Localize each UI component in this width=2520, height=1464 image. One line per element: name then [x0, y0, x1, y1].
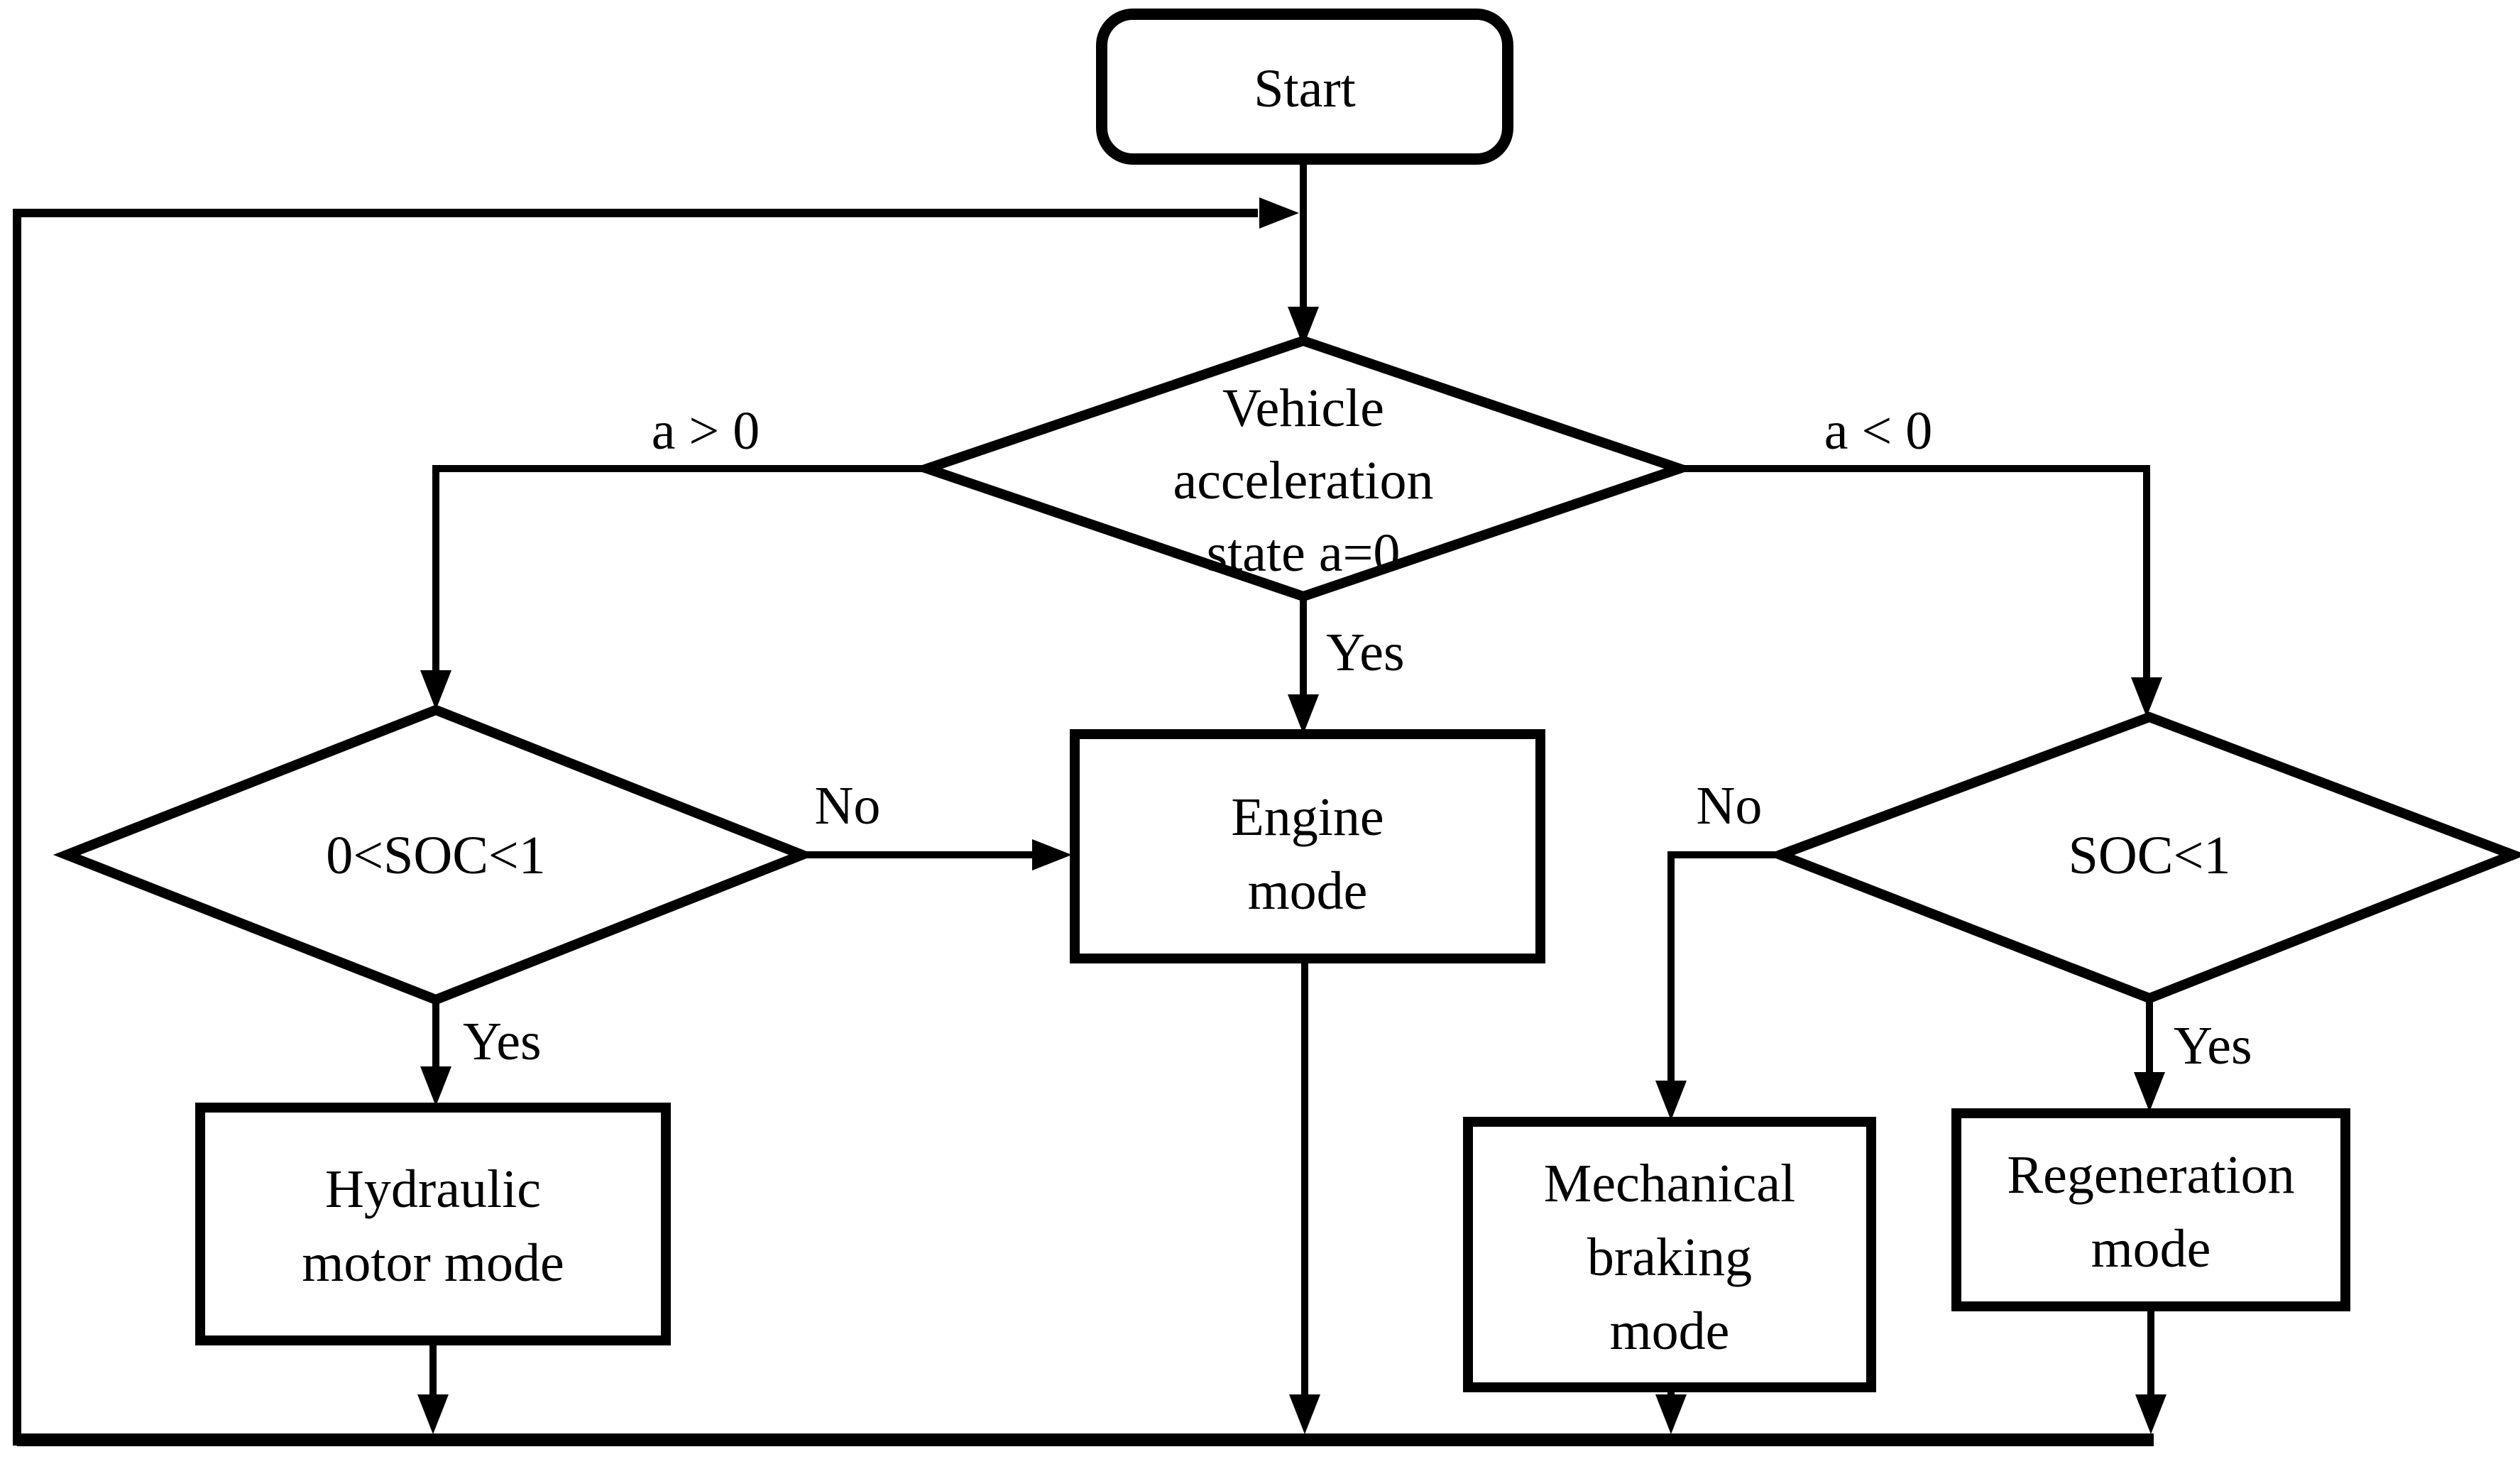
connector-a-negative-branch — [1680, 465, 2150, 706]
start-terminator-shape — [1096, 9, 1513, 165]
soc-range-yes-arrowhead-icon — [420, 1066, 451, 1106]
a-negative-arrowhead-icon — [2131, 677, 2162, 717]
soc-range-no-arrowhead-icon — [1032, 839, 1072, 870]
edge-label-a-negative: a < 0 — [1824, 401, 1933, 461]
node-start: Start — [1096, 9, 1513, 165]
acceleration-decision-line-2: acceleration — [1173, 451, 1433, 510]
mechanical-braking-mode-line-2: braking — [1587, 1228, 1752, 1287]
start-arrowhead-icon — [1288, 307, 1319, 346]
edge-label-acceleration-yes: Yes — [1326, 623, 1405, 682]
hydraulic-arrowhead-icon — [417, 1394, 449, 1434]
mechanical-arrowhead-icon — [1655, 1394, 1687, 1434]
connector-soc-limit-no — [1667, 851, 1780, 1109]
regeneration-arrowhead-icon — [2135, 1394, 2166, 1434]
mechanical-braking-mode-box-shape — [1463, 1117, 1876, 1392]
engine-mode-box-shape — [1070, 729, 1545, 963]
soc-limit-decision-label: SOC<1 — [2069, 826, 2231, 885]
acceleration-decision-line-1: Vehicle — [1222, 378, 1384, 438]
hydraulic-motor-mode-line-2: motor mode — [302, 1233, 564, 1293]
a-positive-arrowhead-icon — [420, 670, 451, 710]
soc-limit-no-arrowhead-icon — [1655, 1081, 1687, 1120]
engine-mode-line-2: mode — [1248, 861, 1368, 921]
node-engine-mode: Engine mode — [1070, 729, 1545, 963]
edge-label-soc-range-no: No — [815, 776, 881, 836]
node-regeneration-mode: Regeneration mode — [1951, 1108, 2350, 1311]
feedback-arrowhead-icon — [1259, 197, 1299, 229]
node-mechanical-braking-mode: Mechanical braking mode — [1463, 1117, 1876, 1392]
mechanical-braking-mode-line-1: Mechanical — [1544, 1154, 1795, 1213]
edge-label-soc-range-yes: Yes — [463, 1012, 542, 1071]
soc-range-decision-label: 0<SOC<1 — [326, 826, 546, 885]
hydraulic-motor-mode-box-shape — [195, 1103, 671, 1345]
edge-label-soc-limit-no: No — [1697, 776, 1763, 836]
node-soc-range-decision: 0<SOC<1 — [53, 704, 816, 1005]
soc-limit-decision-diamond-shape — [1766, 711, 2520, 1004]
connector-a-positive-branch — [432, 465, 933, 699]
regeneration-mode-line-1: Regeneration — [2007, 1145, 2294, 1205]
node-soc-limit-decision: SOC<1 — [1766, 711, 2520, 1004]
edge-label-a-positive: a > 0 — [652, 401, 760, 461]
mechanical-braking-mode-line-3: mode — [1610, 1301, 1730, 1361]
connector-feedback-return-line — [13, 209, 1258, 1446]
soc-range-decision-diamond-shape — [53, 704, 816, 1005]
acceleration-decision-line-3: state a=0 — [1207, 523, 1401, 583]
regeneration-mode-box-shape — [1951, 1108, 2350, 1311]
start-label: Start — [1254, 59, 1356, 119]
engine-mode-line-1: Engine — [1231, 787, 1384, 847]
edge-label-soc-limit-yes: Yes — [2174, 1016, 2252, 1076]
node-acceleration-decision: Vehicle acceleration state a=0 — [911, 335, 1695, 602]
connectors — [13, 159, 2166, 1446]
hydraulic-motor-mode-line-1: Hydraulic — [325, 1159, 541, 1219]
acceleration-decision-diamond-shape — [911, 335, 1695, 602]
node-hydraulic-motor-mode: Hydraulic motor mode — [195, 1103, 671, 1345]
soc-limit-yes-arrowhead-icon — [2134, 1072, 2165, 1112]
acceleration-yes-arrowhead-icon — [1288, 694, 1319, 734]
edge-labels: a > 0 a < 0 Yes No Yes No Yes — [463, 401, 2252, 1076]
engine-arrowhead-icon — [1289, 1394, 1320, 1434]
regeneration-mode-line-2: mode — [2091, 1219, 2211, 1279]
